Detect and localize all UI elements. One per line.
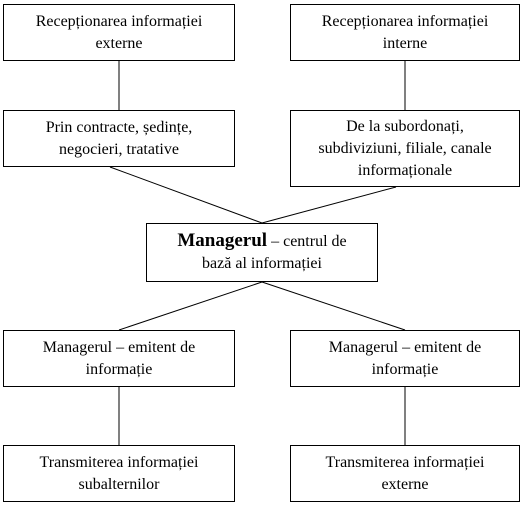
- line-subord-to-manager: [261, 186, 397, 224]
- box-transmitere-externe: Transmiterea informației externe: [290, 445, 520, 502]
- box-text-line: Recepționarea informației: [321, 12, 489, 30]
- box-text-line: externe: [381, 475, 429, 493]
- box-text-line: informaționale: [357, 161, 453, 179]
- box-text-line: subalternilor: [78, 475, 160, 493]
- box-text-line: interne: [382, 34, 428, 52]
- box-text-line: externe: [95, 34, 143, 52]
- box-text-line: Recepționarea informației: [35, 12, 203, 30]
- box-text-line: Transmiterea informației: [325, 453, 485, 471]
- manager-bold-label: Managerul: [177, 230, 268, 251]
- box-text-line: Managerul – centrul de: [177, 230, 346, 253]
- box-receptionare-interne: Recepționarea informației interne: [290, 4, 520, 61]
- box-transmitere-subalterni: Transmiterea informației subalternilor: [3, 445, 235, 502]
- box-contracte: Prin contracte, ședințe, negocieri, trat…: [3, 110, 235, 167]
- box-text-line: Managerul – emitent de: [42, 338, 196, 356]
- box-text-line: bază al informației: [202, 255, 322, 272]
- box-text-line: Transmiterea informației: [39, 453, 199, 471]
- line-manager-to-emit-left: [118, 281, 263, 331]
- box-emitent-stanga: Managerul – emitent de informație: [3, 330, 235, 387]
- box-text-line: Prin contracte, ședințe,: [45, 118, 193, 136]
- manager-rest-label: – centrul de: [267, 233, 347, 250]
- box-subordonati: De la subordonați, subdiviziuni, filiale…: [290, 110, 520, 187]
- box-text-line: informație: [85, 360, 153, 378]
- line-contracte-to-manager: [109, 166, 263, 224]
- box-text-line: subdiviziuni, filiale, canale: [318, 139, 492, 157]
- box-receptionare-externe: Recepționarea informației externe: [3, 4, 235, 61]
- box-text-line: negocieri, tratative: [59, 140, 179, 158]
- box-text-line: Managerul – emitent de: [328, 338, 482, 356]
- box-emitent-dreapta: Managerul – emitent de informație: [290, 330, 520, 387]
- box-text-line: De la subordonați,: [346, 117, 464, 135]
- box-manager-centru: Managerul – centrul de bază al informați…: [146, 223, 378, 282]
- box-text-line: informație: [371, 360, 439, 378]
- line-manager-to-emit-right: [261, 281, 406, 331]
